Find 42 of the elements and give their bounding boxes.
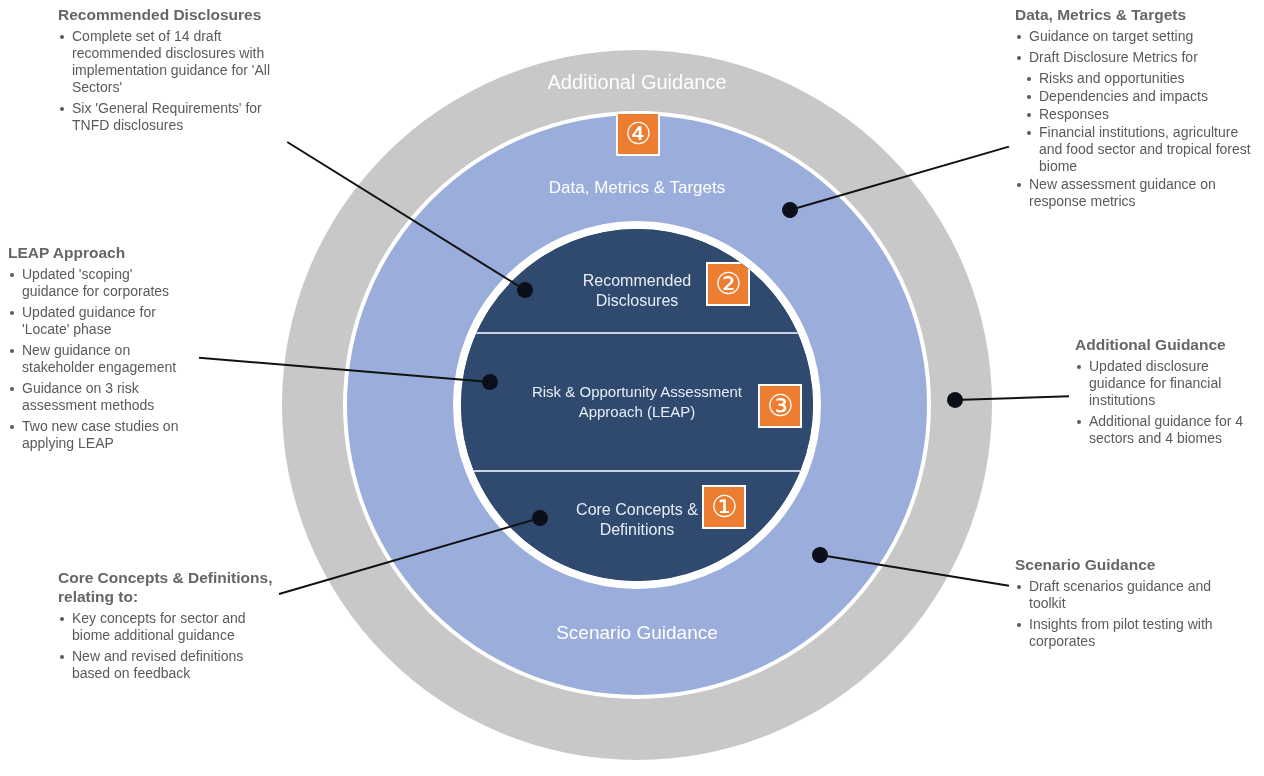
bullet-item: Updated disclosure guidance for financial institutions: [1075, 358, 1263, 409]
bullet-item: Complete set of 14 draft recommended disclosures with implementation guidance for 'All Sectors': [58, 28, 290, 96]
bullet-item: New assessment guidance on response metrics: [1015, 176, 1260, 210]
leader-line: [278, 510, 548, 595]
bullet-item: Updated 'scoping' guidance for corporates: [8, 266, 193, 300]
bullet-item: Guidance on 3 risk assessment methods: [8, 380, 193, 414]
bullet-item: Additional guidance for 4 sectors and 4 biomes: [1075, 413, 1263, 447]
bullet-item: New and revised definitions based on feedback: [58, 648, 273, 682]
leader-line: [947, 392, 1070, 408]
bullet-item: New guidance on stakeholder engagement: [8, 342, 193, 376]
callout-heading: Scenario Guidance: [1015, 555, 1157, 574]
number-badge: ①: [702, 485, 746, 529]
leader-line: [286, 141, 533, 298]
bullet-item: Six 'General Requirements' for TNFD disclosures: [58, 100, 290, 134]
bullet-item: Risks and opportunities: [1025, 70, 1260, 87]
callout-heading: Core Concepts & Definitions, relating to:: [58, 568, 273, 606]
segment-label: Core Concepts & Definitions: [575, 500, 699, 540]
callout-heading: LEAP Approach: [8, 243, 127, 262]
bullet-item: Dependencies and impacts: [1025, 88, 1260, 105]
callout-heading: Data, Metrics & Targets: [1015, 5, 1188, 24]
segment-label: Risk & Opportunity Assessment Approach (LEAP): [530, 382, 744, 422]
bullet-item: Key concepts for sector and biome additional guidance: [58, 610, 273, 644]
callout-heading: Recommended Disclosures: [58, 5, 263, 24]
number-badge: ③: [758, 384, 802, 428]
leader-line: [198, 356, 498, 390]
number-badge: ④: [616, 112, 660, 156]
bullet-item: Draft scenarios guidance and toolkit: [1015, 578, 1235, 612]
segment-label: Recommended Disclosures: [581, 271, 693, 311]
bullet-item: Draft Disclosure Metrics for: [1015, 49, 1260, 66]
bullet-item: Responses: [1025, 106, 1260, 123]
bullet-item: Updated guidance for 'Locate' phase: [8, 304, 193, 338]
bullet-item: Two new case studies on applying LEAP: [8, 418, 193, 452]
leader-line: [782, 145, 1010, 218]
ring-label: Data, Metrics & Targets: [547, 177, 727, 198]
bullet-item: Guidance on target setting: [1015, 28, 1260, 45]
callout-heading: Additional Guidance: [1075, 335, 1227, 354]
leader-line: [812, 547, 1010, 587]
number-badge: ②: [706, 262, 750, 306]
segment: [461, 332, 813, 470]
bullet-item: Financial institutions, agriculture and food sector and tropical forest biome: [1025, 124, 1260, 175]
ring-label: Scenario Guidance: [555, 621, 719, 644]
bullet-item: Insights from pilot testing with corporates: [1015, 616, 1235, 650]
